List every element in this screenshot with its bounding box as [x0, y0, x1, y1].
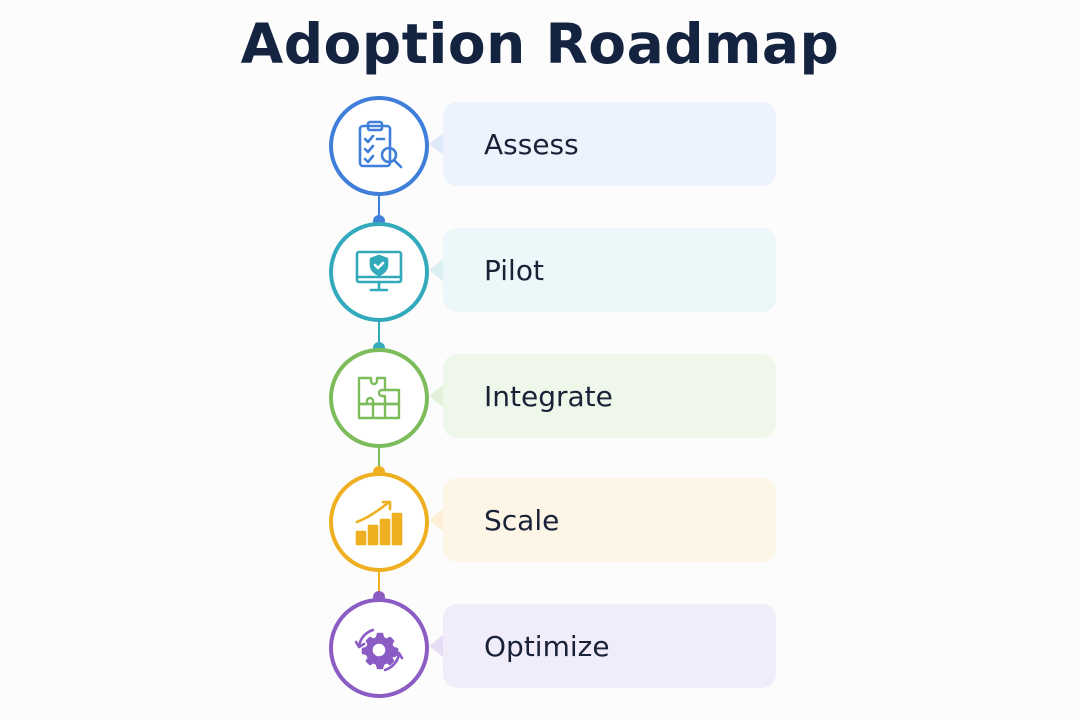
step-integrate: Integrate: [0, 348, 1080, 452]
clipboard-search-icon: [358, 120, 403, 169]
step-label: Assess: [484, 127, 579, 161]
page-title: Adoption Roadmap: [240, 12, 840, 76]
step-scale: Scale: [0, 472, 1080, 576]
step-card: Integrate: [429, 354, 776, 438]
step-assess: Assess: [0, 96, 1080, 200]
step-icon-ring: [329, 222, 429, 322]
gear-cycle-icon: [354, 628, 404, 672]
step-pilot: Pilot: [0, 222, 1080, 326]
step-label: Optimize: [484, 629, 610, 663]
step-icon-ring: [329, 348, 429, 448]
step-label: Scale: [484, 503, 560, 537]
step-label: Pilot: [484, 253, 544, 287]
step-icon-ring: [329, 96, 429, 196]
connector-line: [378, 572, 380, 596]
step-card: Scale: [429, 478, 776, 562]
puzzle-icon: [357, 376, 401, 420]
step-card: Pilot: [429, 228, 776, 312]
step-label: Integrate: [484, 379, 613, 413]
connector-line: [378, 196, 380, 222]
step-card: Assess: [429, 102, 776, 186]
step-icon-ring: [329, 472, 429, 572]
growth-chart-icon: [355, 500, 403, 546]
connector-line: [378, 322, 380, 346]
connector-line: [378, 448, 380, 472]
step-card: Optimize: [429, 604, 776, 688]
step-icon-ring: [329, 598, 429, 698]
step-optimize: Optimize: [0, 598, 1080, 702]
monitor-shield-icon: [355, 250, 403, 292]
